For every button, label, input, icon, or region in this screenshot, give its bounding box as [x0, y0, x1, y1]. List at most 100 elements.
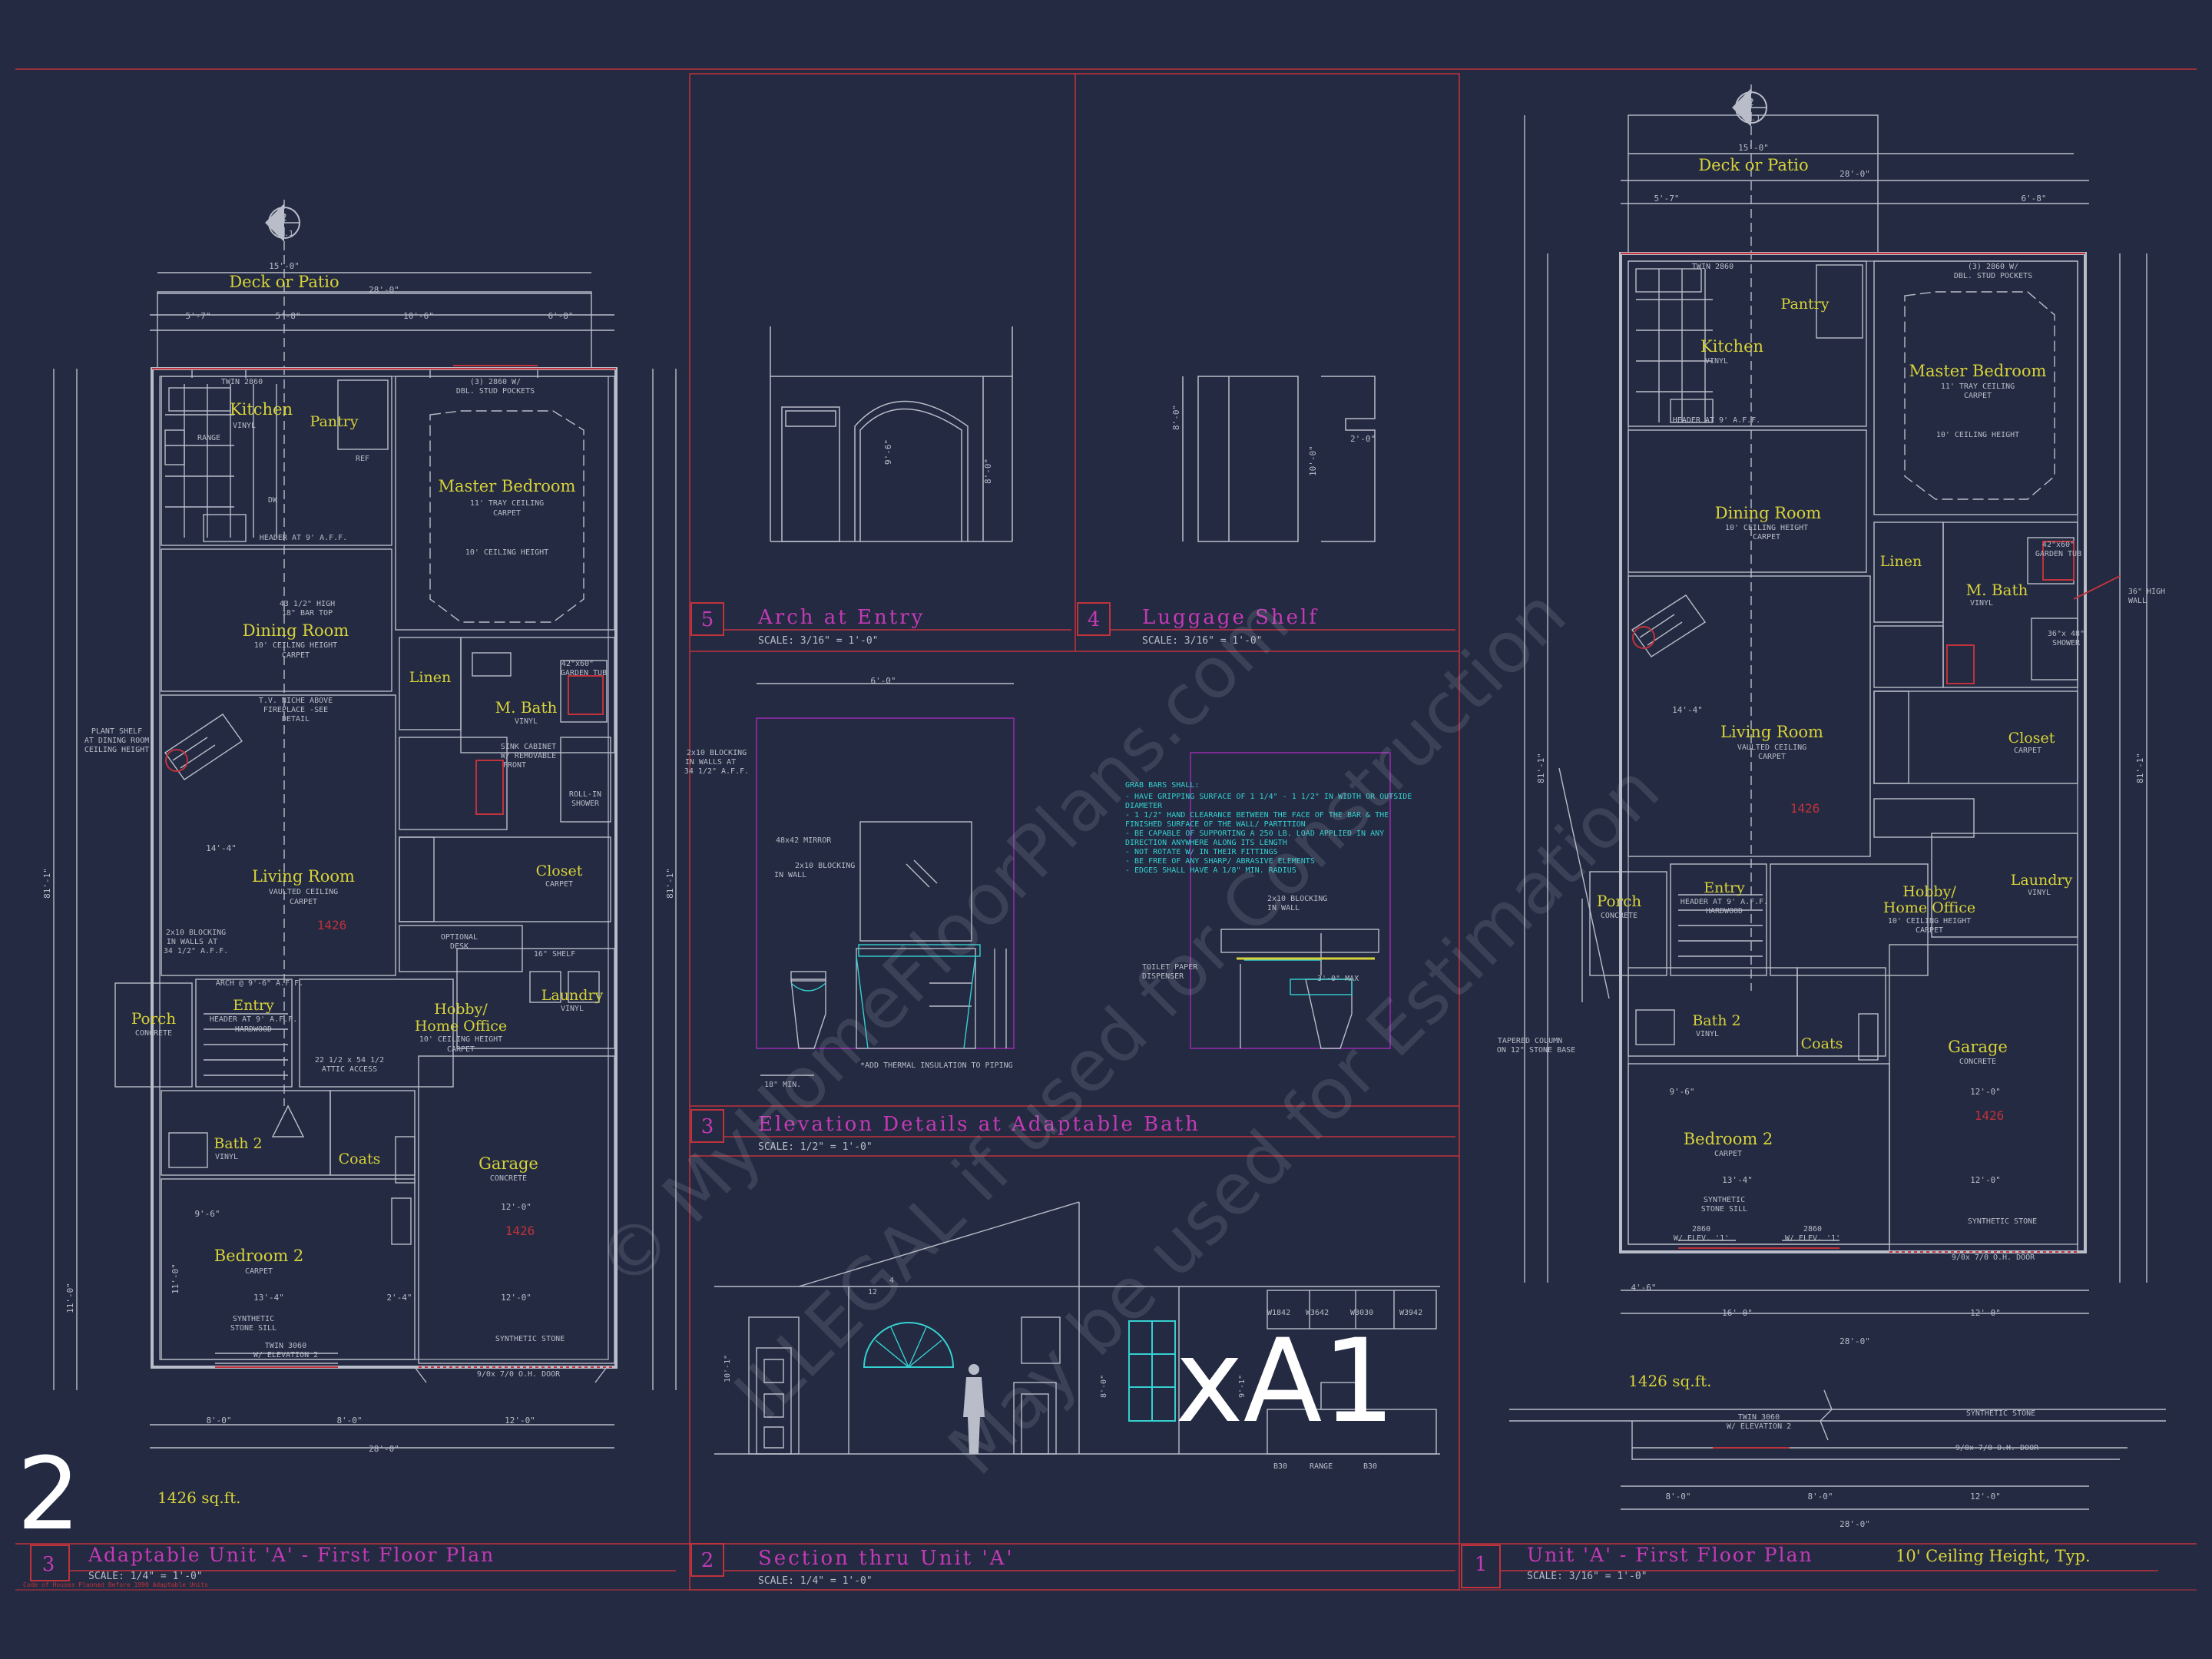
- section-hood: HOOD: [1354, 1415, 1373, 1423]
- right-bath2-floor: VINYL: [1696, 1030, 1719, 1038]
- detail-elevation-adaptable-bath: 6'-0" 48x42 MIRROR 2x10 BLOCKING IN WALL…: [690, 676, 1455, 1153]
- luggage-detail-title: Luggage Shelf: [1142, 606, 1319, 629]
- grab-bar-title: GRAB BARS SHALL:: [1125, 781, 1199, 790]
- left-living-blocking-2: IN WALLS AT: [167, 938, 217, 946]
- left-sqft: 1426 sq.ft.: [157, 1488, 240, 1507]
- left-mbath-floor: VINYL: [515, 717, 538, 726]
- right-dimensions: 15'-0" 28'-0" 5'-7" 6'-8" 9'-6" 12'-0" 1…: [1536, 143, 2145, 1529]
- right-porch-floor: CONCRETE: [1601, 912, 1637, 920]
- section-cab-b3: B30: [1363, 1462, 1377, 1471]
- right-office-label: Home Office: [1883, 899, 1975, 916]
- left-tub-note-2: GARDEN TUB: [561, 669, 607, 677]
- left-garage-label: Garage: [478, 1154, 538, 1173]
- left-master-floor: CARPET: [493, 509, 521, 518]
- bath-inwall-note-2: IN WALL: [1267, 904, 1300, 912]
- left-dim-top-4: 5'-8": [275, 311, 300, 321]
- luggage-title-block: 4 Luggage Shelf SCALE: 3/16" = 1'-0": [1077, 602, 1455, 647]
- right-pantry-label: Pantry: [1781, 296, 1830, 313]
- left-master-windows: (3) 2860 W/: [470, 378, 521, 386]
- right-entry-label: Entry: [1704, 879, 1745, 896]
- left-dim-bot-4: 28'-0": [369, 1444, 399, 1454]
- left-bath2-floor: VINYL: [215, 1153, 238, 1161]
- right-window-note-2b: W/ ELEV. '1': [1785, 1234, 1840, 1243]
- section-title-block: 2 Section thru Unit 'A' SCALE: 1/4" = 1'…: [690, 1543, 1455, 1587]
- bath-detail-scale: SCALE: 1/2" = 1'-0": [758, 1141, 873, 1153]
- left-blocking-note: 2x10 BLOCKING: [687, 749, 747, 757]
- right-plan-notes: VINYL 11' TRAY CEILING CARPET 10' CEILIN…: [1497, 263, 2165, 1452]
- left-entry-ceiling: HEADER AT 9' A.F.F.: [210, 1015, 297, 1024]
- right-master-windows: (3) 2860 W/: [1968, 263, 2018, 271]
- left-living-ceiling: VAULTED CEILING: [269, 888, 338, 896]
- left-dim-bed-3: 2'-4": [386, 1293, 412, 1303]
- right-kitchen-window: TWIN 2860: [1692, 263, 1734, 271]
- left-plant-note-2: AT DINING ROOM: [84, 737, 149, 745]
- left-garage-area-tag: 1426: [505, 1224, 535, 1238]
- section-cab-b1: B30: [1273, 1462, 1287, 1471]
- right-porch-label: Porch: [1597, 892, 1641, 910]
- bath-mirror-note: 48x42 MIRROR: [776, 836, 832, 845]
- section-cab-w2: W3642: [1306, 1309, 1329, 1317]
- left-synsill-note: SYNTHETIC: [233, 1315, 274, 1323]
- arch-dim-1: 9'-6": [883, 439, 893, 465]
- left-office-floor: CARPET: [447, 1045, 475, 1054]
- section-cab-w4: W3942: [1399, 1309, 1422, 1317]
- adaptable-unit-floor-plan: 2 A1.1 Deck or Patio Kitchen Pantry Mast…: [42, 200, 749, 1507]
- left-dining-label: Dining Room: [243, 621, 349, 640]
- left-living-label: Living Room: [252, 867, 355, 886]
- left-master-ceiling-height: 10' CEILING HEIGHT: [465, 548, 548, 557]
- right-bedroom2-label: Bedroom 2: [1684, 1130, 1773, 1148]
- right-plan-title-number: 1: [1475, 1553, 1488, 1576]
- right-dim-garage-2: 12'-0": [1970, 1175, 2001, 1185]
- right-bedroom2-floor: CARPET: [1714, 1150, 1742, 1158]
- left-plant-note: PLANT SHELF: [91, 727, 142, 736]
- left-dim-top-2: 28'-0": [369, 285, 399, 295]
- bath-max-dim: 3'-0" MAX: [1317, 975, 1359, 983]
- sheet-frame: [15, 68, 2197, 1591]
- left-porch-floor: CONCRETE: [135, 1029, 172, 1038]
- big-sheet-number: 2: [17, 1435, 81, 1552]
- right-entry-floor: HARDWOOD: [1706, 907, 1743, 916]
- right-coats-label: Coats: [1801, 1035, 1843, 1052]
- right-north-tag-number: 2: [1748, 97, 1753, 108]
- left-dim-bot-3: 12'-0": [505, 1416, 535, 1426]
- right-synstone-note: SYNTHETIC STONE: [1968, 1217, 2037, 1226]
- left-closet-floor: CARPET: [545, 880, 573, 889]
- left-dim-bed-height: 11'-0": [171, 1263, 180, 1294]
- arch-detail-number: 5: [701, 608, 714, 631]
- left-north-tag-number: 2: [281, 212, 286, 223]
- left-dim-overall: 81'-1": [42, 868, 52, 899]
- right-column-note: TAPERED COLUMN: [1498, 1037, 1562, 1045]
- left-dimensions: 15'-0" 28'-0" 5'-7" 5'-8" 10'-6" 6'-8" 9…: [42, 261, 675, 1454]
- right-living-ceiling: VAULTED CEILING: [1737, 743, 1806, 752]
- left-ref-label: REF: [356, 455, 369, 463]
- right-dim-overall-right: 81'-1": [2135, 753, 2145, 783]
- right-elev-synstone: SYNTHETIC STONE: [1966, 1409, 2035, 1418]
- left-desk-note-2: DESK: [450, 942, 469, 951]
- right-office-floor: CARPET: [1916, 926, 1943, 935]
- right-dim-bot-1: 4'-6": [1631, 1283, 1656, 1293]
- left-bedroom2-label: Bedroom 2: [214, 1247, 304, 1265]
- right-elev-window-2: W/ ELEVATION 2: [1727, 1422, 1791, 1431]
- right-elev-ohdoor: 9/0x 7/0 O.H. DOOR: [1955, 1444, 2039, 1452]
- left-ohdoor-note: 9/0x 7/0 O.H. DOOR: [477, 1370, 561, 1379]
- left-plan-title-number: 3: [42, 1553, 55, 1576]
- right-living-floor: CARPET: [1758, 753, 1786, 761]
- right-office-ceiling: 10' CEILING HEIGHT: [1888, 917, 1971, 926]
- left-bedroom2-floor: CARPET: [245, 1267, 273, 1276]
- left-header-note: HEADER AT 9' A.F.F.: [260, 534, 347, 542]
- left-master-ceiling: 11' TRAY CEILING: [470, 499, 544, 508]
- right-header-note: HEADER AT 9' A.F.F.: [1673, 416, 1760, 425]
- left-dim-garage-2: 12'-0": [501, 1293, 531, 1303]
- right-dim-top-3: 5'-7": [1654, 194, 1679, 204]
- section-cab-w1: W1842: [1267, 1309, 1290, 1317]
- left-dim-bed-2: 13'-4": [253, 1293, 284, 1303]
- right-entry-ceiling: HEADER AT 9' A.F.F.: [1681, 898, 1768, 906]
- left-bartop-note: 43 1/2" HIGH: [280, 600, 335, 608]
- right-dim-living: 14'-4": [1672, 705, 1703, 715]
- right-tub-note: 42"x60": [2042, 541, 2075, 549]
- left-dim-top-3: 5'-7": [185, 311, 210, 321]
- left-bartop-note-2: 18" BAR TOP: [282, 609, 333, 618]
- section-human-figure: [963, 1364, 985, 1454]
- right-room-labels: Deck or Patio Kitchen Pantry Master Bedr…: [1597, 156, 2073, 1148]
